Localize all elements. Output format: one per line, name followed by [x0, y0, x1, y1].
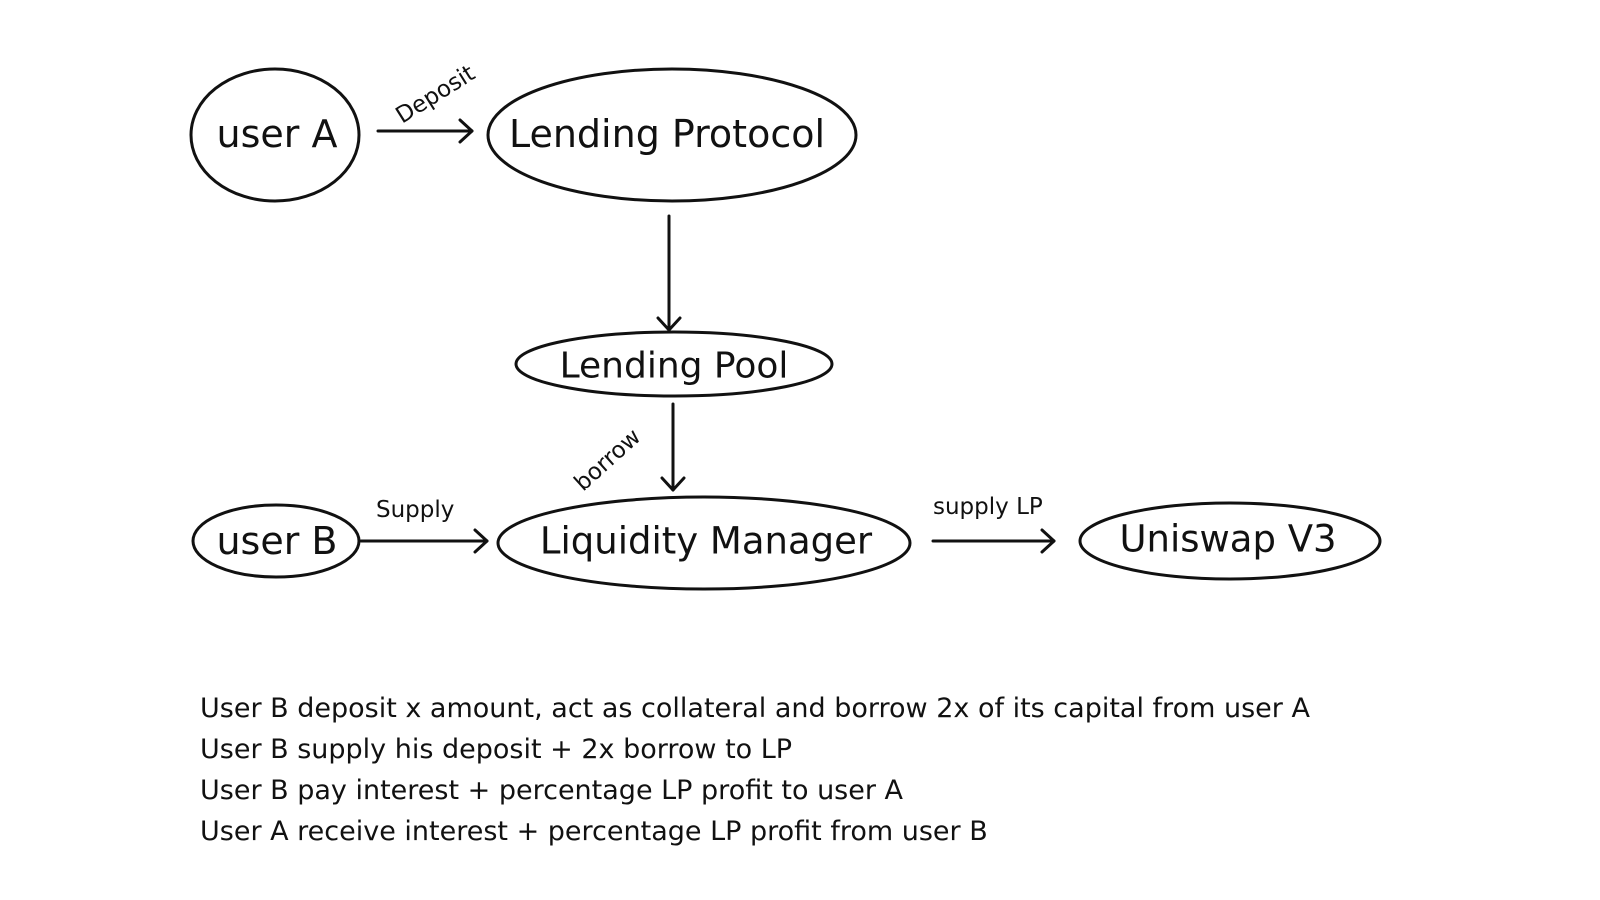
node-lending-pool-label: Lending Pool [560, 346, 789, 387]
edge-deposit: Deposit [376, 60, 480, 144]
node-user-b-label: user B [216, 519, 337, 563]
node-user-a-shape [189, 67, 361, 203]
edge-supply: Supply [359, 497, 489, 554]
edge-supply-lp-arrowhead [1040, 528, 1056, 554]
edge-deposit-label: Deposit [391, 60, 479, 129]
edge-borrow-arrowhead [660, 476, 686, 492]
node-uniswap-v3-shape [1078, 501, 1382, 581]
note-line: User B pay interest + percentage LP prof… [200, 775, 904, 806]
note-line: User A receive interest + percentage LP … [200, 816, 988, 847]
node-user-a-label: user A [217, 112, 338, 156]
node-lending-protocol-label: Lending Protocol [509, 112, 825, 156]
node-lending-protocol-shape [486, 67, 858, 203]
node-liquidity-manager: Liquidity Manager [496, 495, 912, 591]
node-user-b-shape [191, 503, 361, 579]
edge-supply-arrowhead [473, 528, 489, 554]
edge-protocol-to-pool-arrowhead [656, 316, 682, 332]
edge-borrow-label: borrow [570, 424, 647, 497]
edge-deposit-arrowhead [458, 118, 474, 144]
edge-protocol-to-pool [656, 214, 682, 332]
node-uniswap-v3: Uniswap V3 [1078, 501, 1382, 581]
explanation-notes: User B deposit x amount, act as collater… [200, 688, 1580, 852]
node-lending-pool-shape [514, 330, 834, 398]
edge-supply-lp-label: supply LP [933, 494, 1043, 520]
node-liquidity-manager-label: Liquidity Manager [540, 520, 873, 563]
node-user-a: user A [189, 67, 361, 203]
note-line: User B deposit x amount, act as collater… [200, 693, 1310, 724]
edge-supply-label: Supply [376, 497, 454, 523]
edge-supply-lp: supply LP [931, 494, 1056, 554]
note-line: User B supply his deposit + 2x borrow to… [200, 734, 793, 765]
node-liquidity-manager-shape [496, 495, 912, 591]
node-lending-pool: Lending Pool [514, 330, 834, 398]
node-lending-protocol: Lending Protocol [486, 67, 858, 203]
edge-borrow: borrow [570, 402, 686, 497]
node-user-b: user B [191, 503, 361, 579]
node-uniswap-v3-label: Uniswap V3 [1119, 518, 1336, 561]
